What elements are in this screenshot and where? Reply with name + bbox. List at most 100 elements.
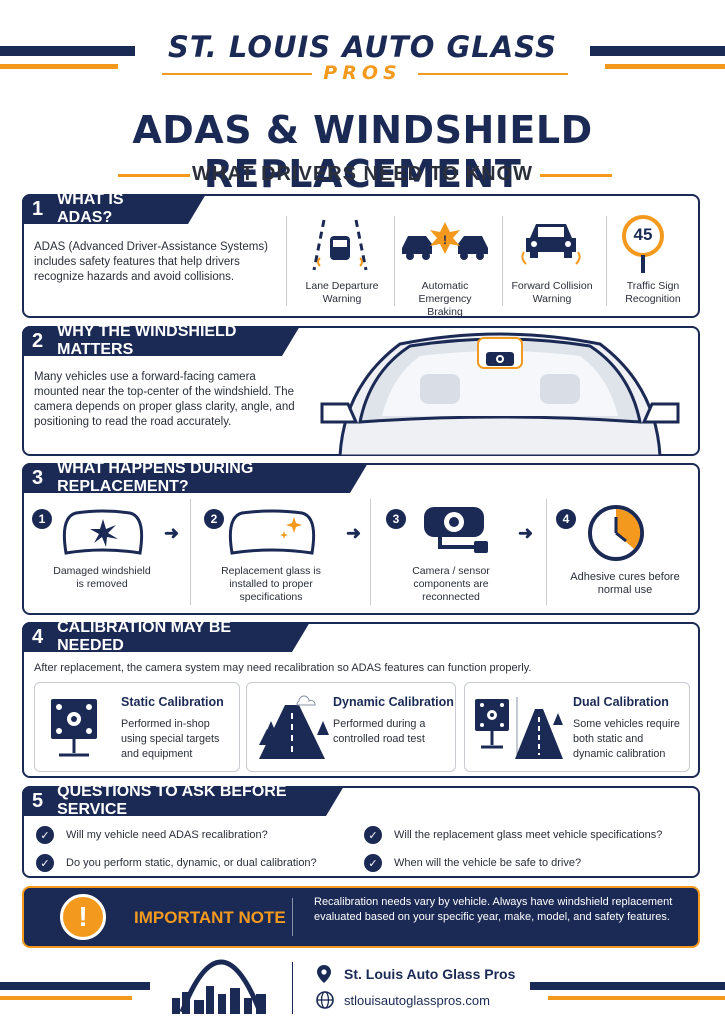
footer-company: St. Louis Auto Glass Pros [344, 966, 516, 982]
section-title: CALIBRATION MAY BE NEEDED [57, 619, 232, 654]
static-calibration-card: Static Calibration Performed in-shop usi… [34, 682, 240, 772]
feature-label: Forward Collision Warning [511, 280, 593, 305]
section-replacement-steps: 3 WHAT HAPPENS DURING REPLACEMENT? 1 Dam… [22, 463, 700, 615]
brand-name: ST. LOUIS AUTO GLASS [168, 30, 557, 64]
section-5-header: 5 QUESTIONS TO ASK BEFORE SERVICE [22, 786, 344, 816]
step-label: Camera / sensor components are reconnect… [412, 565, 490, 603]
question-text: Do you perform static, dynamic, or dual … [66, 857, 317, 869]
speed-sign-value: 45 [633, 225, 653, 244]
section-title: WHAT HAPPENS DURING REPLACEMENT? [57, 460, 254, 495]
question-item: ✓ When will the vehicle be safe to drive… [364, 854, 581, 872]
svg-text:!: ! [443, 233, 447, 247]
section-number: 5 [32, 789, 44, 812]
section-2-header: 2 WHY THE WINDSHIELD MATTERS [22, 326, 300, 356]
check-icon: ✓ [36, 826, 54, 844]
footer-stripe-left-orange [0, 996, 132, 1000]
divider [394, 216, 395, 306]
lane-departure-icon [312, 219, 368, 271]
step-number: 4 [556, 509, 576, 529]
question-text: Will my vehicle need ADAS recalibration? [66, 829, 268, 841]
dual-calibration-icon [475, 697, 563, 759]
gateway-arch-skyline-icon [172, 959, 266, 1014]
alert-icon: ! [60, 894, 106, 940]
divider [546, 499, 547, 605]
arrow-icon: ➜ [346, 523, 362, 543]
important-note: ! IMPORTANT NOTE Recalibration needs var… [22, 886, 700, 948]
footer-stripe-right-orange [548, 996, 725, 1000]
step-number: 2 [204, 509, 224, 529]
arrow-icon: ➜ [518, 523, 534, 543]
question-item: ✓ Will my vehicle need ADAS recalibratio… [36, 826, 268, 844]
dual-calibration-card: Dual Calibration Some vehicles require b… [464, 682, 690, 772]
section-number: 3 [32, 466, 44, 489]
section-2-body: Many vehicles use a forward-facing camer… [34, 371, 295, 428]
arrow-icon: ➜ [164, 523, 180, 543]
clock-icon [588, 505, 644, 561]
question-item: ✓ Will the replacement glass meet vehicl… [364, 826, 662, 844]
globe-icon [316, 991, 334, 1009]
header-stripe-left-orange [0, 64, 118, 69]
damaged-windshield-icon [62, 509, 144, 555]
header-stripe-right-orange [605, 64, 725, 69]
section-1-header: 1 WHAT IS ADAS? [22, 194, 206, 224]
divider [606, 216, 607, 306]
feature-label: Traffic Sign Recognition [625, 280, 681, 305]
section-4-header: 4 CALIBRATION MAY BE NEEDED [22, 622, 310, 652]
location-pin-icon [317, 965, 331, 983]
calibration-target-icon [51, 699, 97, 757]
footer-website-link[interactable]: stlouisautoglasspros.com [344, 993, 490, 1008]
new-windshield-icon [228, 509, 316, 555]
forward-collision-icon [521, 224, 581, 265]
footer-divider [292, 962, 293, 1014]
step-label: Damaged windshield is removed [53, 565, 151, 590]
brand-underline-left [162, 73, 312, 75]
calibration-desc: Performed during a controlled road test [333, 718, 426, 745]
camera-sensor-icon [424, 507, 488, 553]
note-label: IMPORTANT NOTE [134, 908, 286, 927]
section-1-body: ADAS (Advanced Driver-Assistance Systems… [34, 241, 268, 283]
brand-underline-right [418, 73, 568, 75]
section-title: QUESTIONS TO ASK BEFORE SERVICE [57, 783, 287, 818]
calibration-title: Static Calibration [121, 695, 224, 709]
section-3-header: 3 WHAT HAPPENS DURING REPLACEMENT? [22, 463, 368, 493]
divider [370, 499, 371, 605]
subtitle-line-right [540, 174, 612, 177]
automatic-braking-icon: ! [402, 222, 488, 260]
section-calibration: 4 CALIBRATION MAY BE NEEDED After replac… [22, 622, 700, 778]
divider [286, 216, 287, 306]
section-number: 1 [32, 197, 44, 220]
check-icon: ✓ [364, 826, 382, 844]
question-text: Will the replacement glass meet vehicle … [394, 829, 663, 841]
page-title: ADAS & WINDSHIELD REPLACEMENT [132, 108, 593, 196]
calibration-intro: After replacement, the camera system may… [34, 662, 532, 674]
section-title: WHY THE WINDSHIELD MATTERS [57, 323, 237, 358]
subtitle-line-left [118, 174, 190, 177]
check-icon: ✓ [364, 854, 382, 872]
header-stripe-left [0, 46, 135, 56]
calibration-title: Dynamic Calibration [333, 695, 454, 709]
feature-label: Automatic Emergency Braking [418, 280, 472, 318]
divider [190, 499, 191, 605]
question-text: When will the vehicle be safe to drive? [394, 857, 582, 869]
step-label: Replacement glass is installed to proper… [221, 565, 321, 603]
calibration-title: Dual Calibration [573, 695, 669, 709]
traffic-sign-icon [622, 215, 664, 273]
calibration-desc: Some vehicles require both static and dy… [573, 718, 680, 760]
feature-label: Lane Departure Warning [305, 280, 379, 305]
step-number: 3 [386, 509, 406, 529]
calibration-desc: Performed in-shop using special targets … [121, 718, 220, 760]
section-what-is-adas: 1 WHAT IS ADAS? ADAS (Advanced Driver-As… [22, 194, 700, 318]
road-icon [259, 695, 329, 759]
page-subtitle: WHAT DRIVERS NEED TO KNOW [192, 163, 533, 185]
section-windshield-matters: 2 WHY THE WINDSHIELD MATTERS Many vehicl… [22, 326, 700, 456]
footer-stripe-left [0, 982, 150, 990]
section-questions: 5 QUESTIONS TO ASK BEFORE SERVICE ✓ Will… [22, 786, 700, 878]
divider [502, 216, 503, 306]
question-item: ✓ Do you perform static, dynamic, or dua… [36, 854, 317, 872]
divider [292, 898, 293, 936]
footer-stripe-right [530, 982, 725, 990]
section-title: WHAT IS ADAS? [57, 191, 124, 226]
note-text: Recalibration needs vary by vehicle. Alw… [314, 896, 673, 923]
dynamic-calibration-card: Dynamic Calibration Performed during a c… [246, 682, 456, 772]
section-number: 2 [32, 329, 44, 352]
